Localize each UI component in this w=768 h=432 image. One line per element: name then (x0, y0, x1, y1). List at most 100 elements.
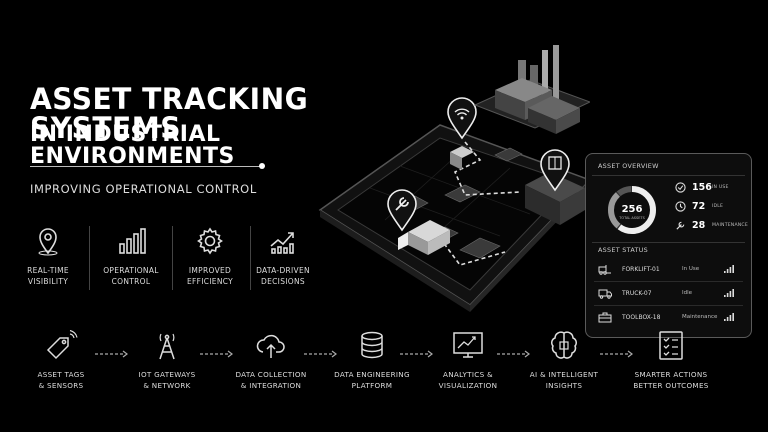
flow-label-line2: BETTER OUTCOMES (633, 380, 709, 390)
asset-name: TRUCK-07 (622, 289, 652, 297)
check-circle-icon (675, 181, 686, 193)
stat-value: 72 (692, 200, 706, 212)
asset-name: FORKLIFT-01 (622, 265, 660, 273)
gear-icon (197, 227, 223, 255)
panel-header-divider (592, 175, 745, 176)
donut-segment-in-use (608, 186, 656, 234)
factory-building (473, 45, 590, 134)
row-divider (594, 281, 743, 282)
analytics-icon (453, 332, 483, 358)
asset-overview-panel: ASSET OVERVIEW 256 TOTAL ASSETS 156 IN U… (585, 153, 752, 338)
bar-chart-icon (119, 228, 146, 254)
total-assets-label: TOTAL ASSETS (618, 216, 645, 220)
flow-label-line1: AI & INTELLIGENT (529, 370, 599, 379)
feature-label-line1: REAL-TIME (27, 266, 69, 275)
asset-overview-header: ASSET OVERVIEW (598, 162, 659, 170)
toolbox-icon (598, 312, 612, 322)
donut-segment-idle (608, 186, 656, 234)
stat-label: IN USE (712, 184, 729, 190)
flow-label-line1: SMARTER ACTIONS (634, 370, 708, 379)
truck-icon (598, 289, 612, 299)
feature-divider (172, 226, 173, 290)
flow-step-data-collection: DATA COLLECTION& INTEGRATION (221, 330, 321, 392)
feature-divider (89, 226, 90, 290)
forklift-model (450, 146, 474, 170)
feature-divider (250, 226, 251, 290)
feature-label-line2: CONTROL (111, 276, 151, 286)
stat-idle: 72 IDLE (675, 199, 723, 213)
panel-section-divider (592, 242, 745, 243)
main-title-line1: ASSET TRACKING SYSTEMS (30, 82, 309, 145)
database-icon (361, 331, 383, 359)
asset-row-truck[interactable]: TRUCK-07 Idle (598, 284, 743, 302)
flow-arrow-icon (200, 350, 233, 358)
signal-strength-icon (724, 265, 734, 273)
checklist-icon (659, 331, 683, 360)
location-pin-icon (38, 228, 58, 256)
stat-value: 28 (692, 219, 706, 231)
asset-row-toolbox[interactable]: TOOLBOX-18 Maintenance (598, 308, 743, 326)
subtitle: IMPROVING OPERATIONAL CONTROL (30, 182, 257, 196)
wrench-pin-marker (387, 189, 417, 232)
truck-model (398, 220, 450, 255)
flow-arrow-icon (400, 350, 433, 358)
flow-step-iot-gateways: IOT GATEWAYS& NETWORK (117, 330, 217, 392)
stat-label: IDLE (712, 203, 724, 209)
asset-status: Maintenance (682, 314, 718, 320)
total-assets-donut: 256 TOTAL ASSETS (608, 186, 656, 234)
asset-status: In Use (682, 266, 700, 272)
signal-strength-icon (724, 289, 734, 297)
flow-label-line1: IOT GATEWAYS (138, 370, 196, 379)
row-divider (594, 305, 743, 306)
flow-arrow-icon (600, 350, 633, 358)
forklift-icon (598, 264, 611, 275)
flow-label-line2: & INTEGRATION (240, 380, 302, 390)
tag-icon (46, 330, 78, 360)
clock-icon (675, 200, 686, 212)
tracking-route (439, 141, 521, 266)
stat-in-use: 156 IN USE (675, 180, 729, 194)
title-divider (30, 166, 262, 167)
feature-label-line1: DATA-DRIVEN (256, 266, 310, 275)
flow-label-line2: PLATFORM (351, 380, 393, 390)
title-divider-dot (259, 163, 265, 169)
flow-label-line2: VISUALIZATION (438, 380, 498, 390)
antenna-icon (159, 333, 175, 360)
wrench-icon (676, 221, 685, 230)
flow-label-line1: DATA COLLECTION (235, 370, 307, 379)
feature-label-line1: OPERATIONAL (103, 266, 159, 275)
asset-status-header: ASSET STATUS (598, 246, 649, 254)
package-pin-marker (540, 149, 570, 192)
flow-step-analytics: ANALYTICS &VISUALIZATION (418, 330, 518, 392)
flow-label-line1: ASSET TAGS (37, 370, 85, 379)
industrial-site-illustration (318, 45, 590, 312)
wifi-pin-marker (447, 97, 477, 140)
cloud-upload-icon (256, 334, 285, 358)
flow-label-line1: ANALYTICS & (443, 370, 493, 379)
signal-strength-icon (724, 313, 734, 321)
asset-status: Idle (682, 290, 693, 296)
flow-label-line2: & SENSORS (38, 380, 84, 390)
flow-label-line2: & NETWORK (143, 380, 191, 390)
feature-label-line2: EFFICIENCY (186, 276, 234, 286)
brain-chip-icon (551, 331, 577, 359)
stat-label: MAINTENANCE (712, 222, 748, 228)
flow-label-line2: INSIGHTS (545, 380, 583, 390)
feature-label-line1: IMPROVED (188, 266, 232, 275)
flow-step-asset-tags: ASSET TAGS& SENSORS (11, 330, 111, 392)
asset-name: TOOLBOX-18 (622, 313, 661, 321)
stat-value: 156 (692, 181, 712, 193)
main-title-line2: IN INDUSTRIAL ENVIRONMENTS (30, 122, 235, 169)
platform-edge (320, 210, 470, 312)
trend-chart-icon (270, 232, 294, 254)
feature-label-line2: DECISIONS (261, 276, 305, 286)
asset-row-forklift[interactable]: FORKLIFT-01 In Use (598, 260, 743, 278)
flow-arrow-icon (497, 350, 530, 358)
stat-maintenance: 28 MAINTENANCE (675, 218, 748, 232)
